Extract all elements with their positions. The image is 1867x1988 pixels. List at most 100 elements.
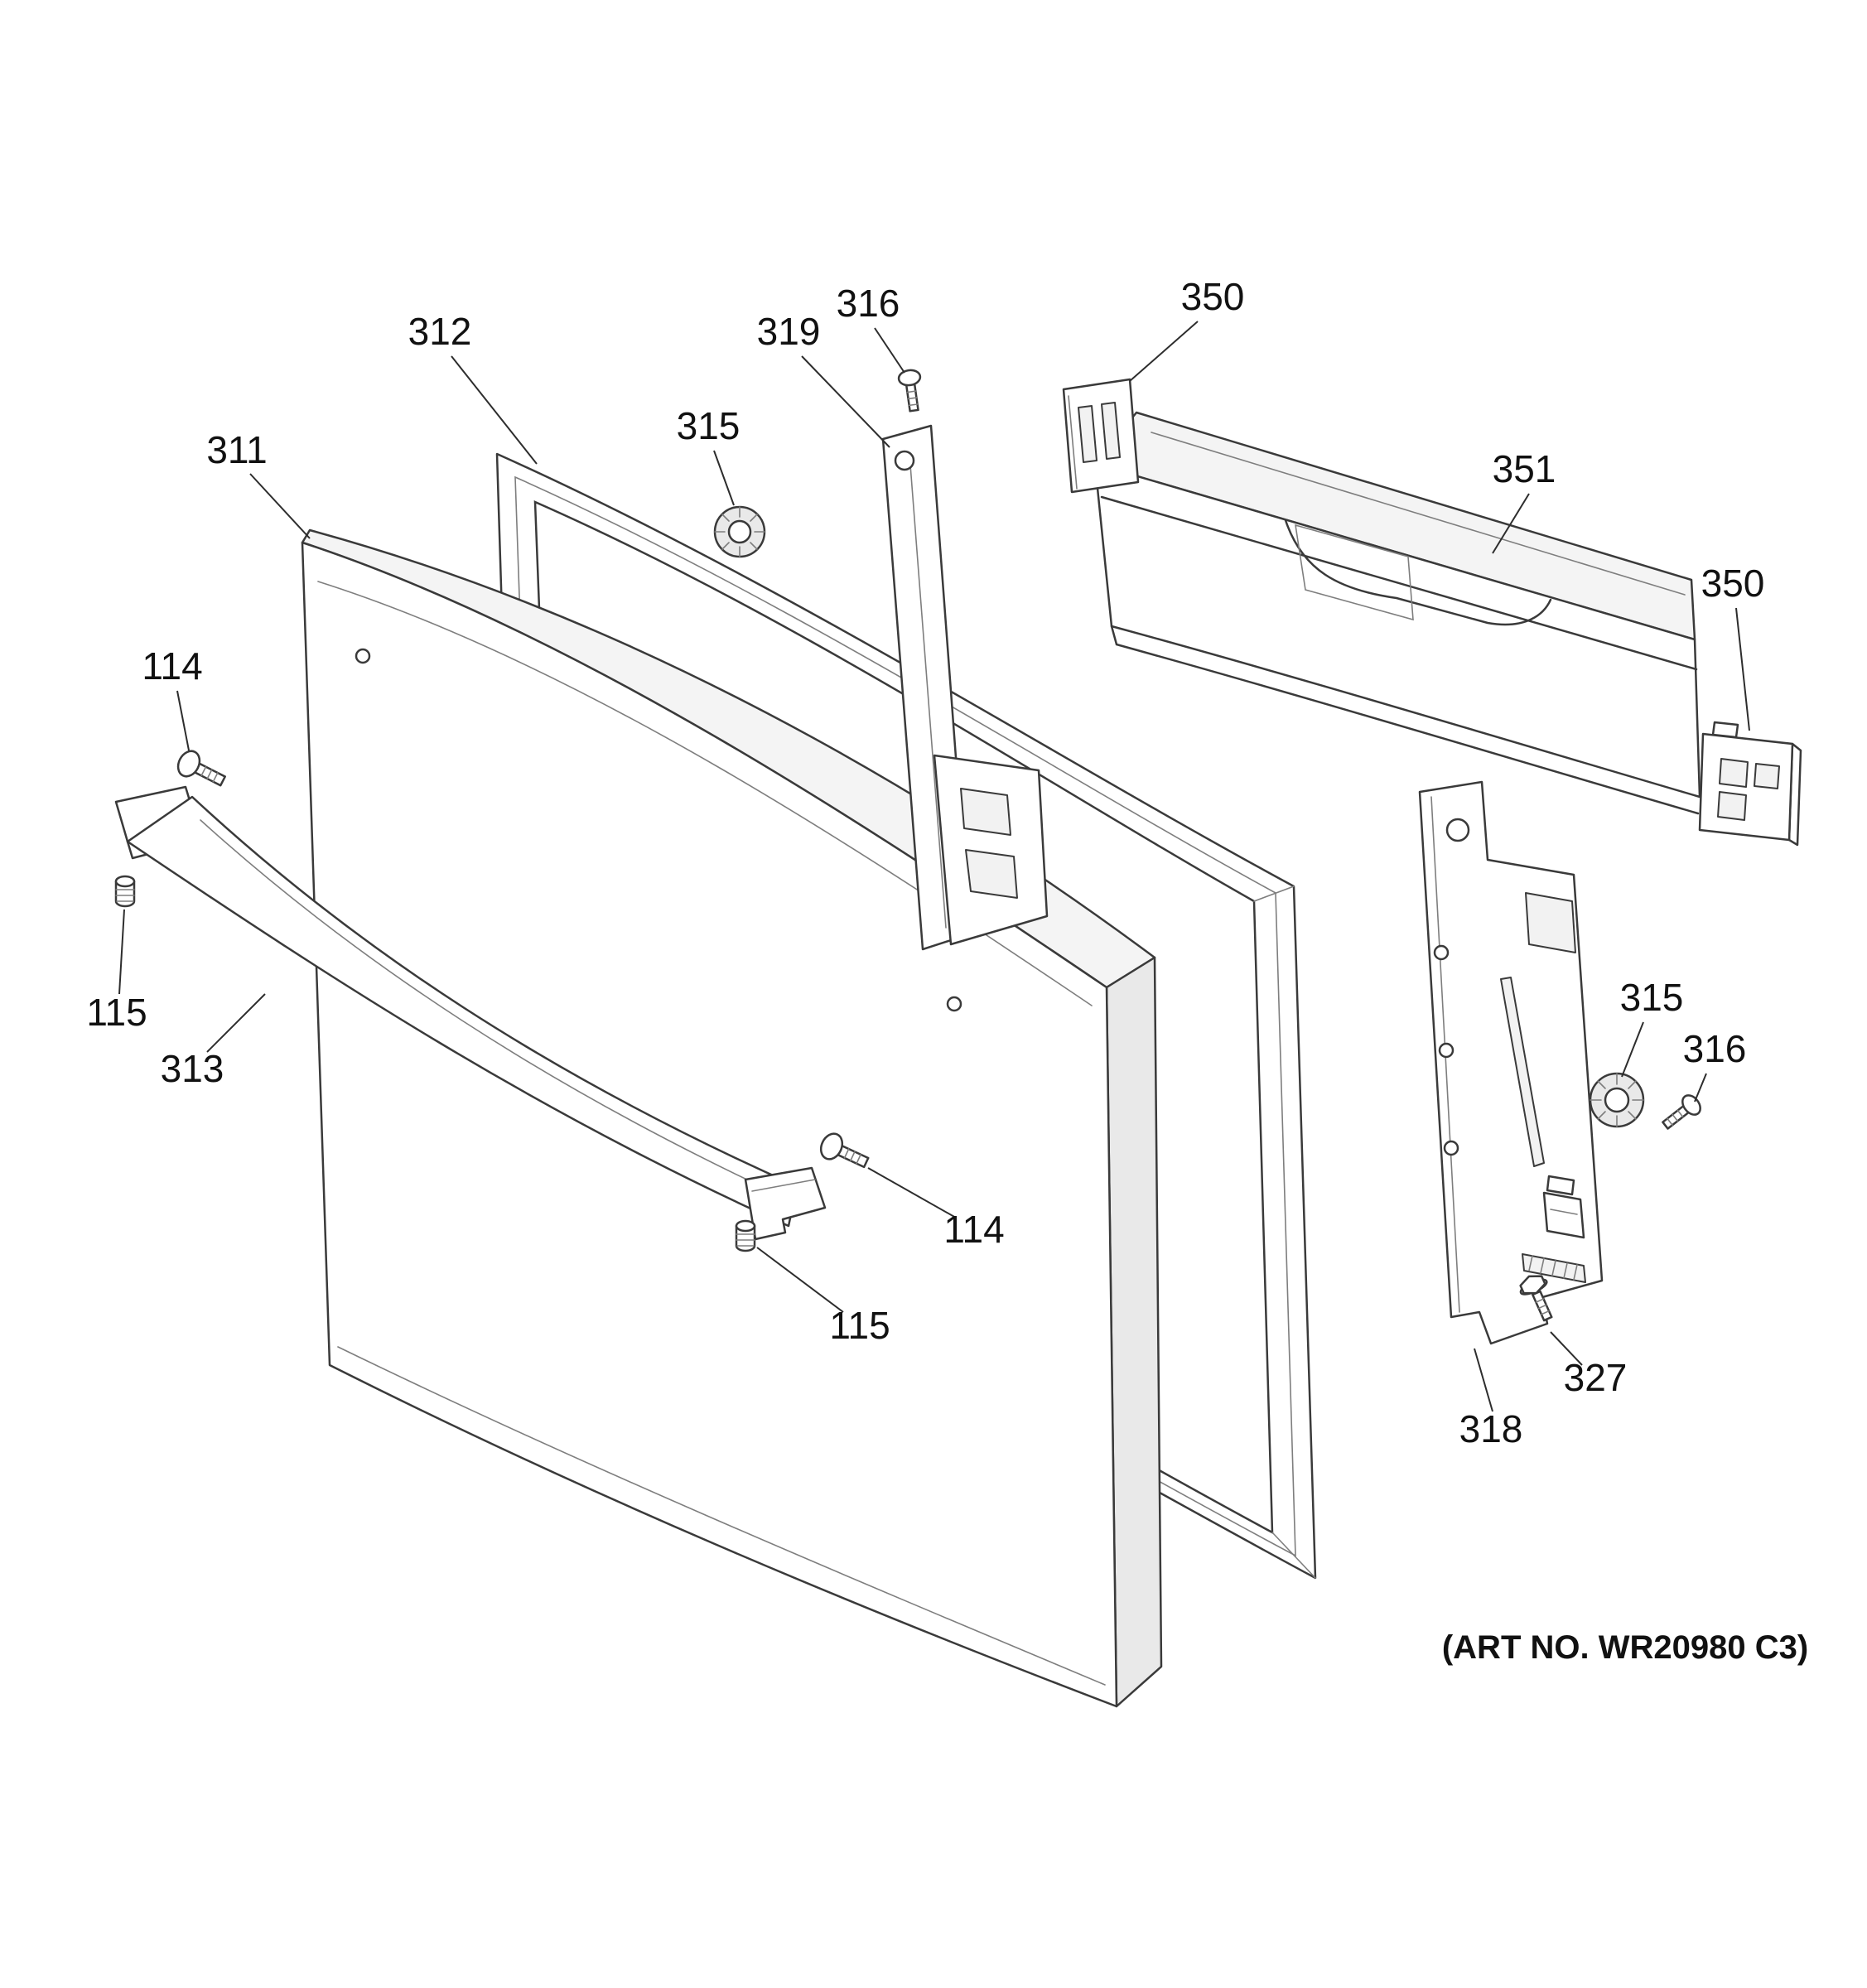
leader-313: [206, 993, 266, 1053]
bracket-latch-line: [1550, 1209, 1578, 1215]
end-cap-slot-1: [1078, 405, 1098, 463]
leader-312: [451, 355, 538, 465]
gasket-corner-line-tr: [1253, 885, 1295, 902]
end-cap-slot-2: [1101, 402, 1121, 460]
bracket-hatch-lines: [1528, 1255, 1578, 1281]
art-number: (ART NO. WR20980 C3): [1442, 1629, 1808, 1666]
cam-nut-315-upper: [713, 505, 766, 558]
screw-316-upper: [897, 369, 922, 413]
callout-311: 311: [206, 428, 267, 471]
callout-319: 319: [757, 310, 821, 353]
leader-318: [1474, 1348, 1493, 1412]
leader-350-right: [1735, 607, 1750, 731]
callout-114-lower: 114: [943, 1208, 1004, 1251]
leader-350-left: [1129, 321, 1199, 382]
door-front-face: [301, 541, 1118, 1708]
cam-nut-315-lower: [1589, 1072, 1645, 1128]
bin-front-rim-line: [1100, 495, 1698, 671]
rail-plate-cutout-2: [965, 849, 1018, 899]
bracket-outline: [1418, 780, 1604, 1345]
screw-threads: [200, 765, 219, 783]
leader-114-upper: [176, 690, 190, 751]
set-screw-top: [114, 875, 136, 888]
screw-head: [897, 369, 922, 387]
end-cap-350-left: [1062, 378, 1140, 494]
door-top-crease: [317, 581, 1093, 1006]
bracket-pin-3: [1443, 1140, 1459, 1156]
leader-115-upper: [118, 909, 125, 995]
leader-316-lower: [1694, 1073, 1707, 1103]
callout-318: 318: [1459, 1407, 1523, 1450]
end-cap-hole-3: [1754, 763, 1780, 789]
leader-115-lower: [756, 1247, 844, 1313]
leader-315-lower: [1621, 1021, 1644, 1078]
callout-114-upper: 114: [142, 644, 202, 688]
center-rail-319: [881, 424, 1049, 951]
handle-mount-hole-lower: [946, 996, 962, 1012]
gasket-corner-line-br: [1271, 1532, 1316, 1579]
door-panel-311: [301, 528, 1163, 1708]
screw-327: [1519, 1275, 1553, 1322]
handle-bar: [126, 795, 798, 1228]
end-cap-hole-1: [1719, 758, 1749, 788]
rail-mount-plate: [933, 754, 1049, 946]
set-screw-115-upper: [114, 875, 136, 908]
rail-plate-cutout-1: [960, 788, 1011, 836]
callout-327: 327: [1564, 1356, 1628, 1399]
callout-316-lower: 316: [1683, 1027, 1747, 1070]
leader-351: [1492, 493, 1530, 554]
screw-114-upper: [176, 750, 226, 787]
end-cap-350-right: [1698, 721, 1802, 847]
set-screw-115-lower: [735, 1219, 756, 1252]
nut-scallops: [1590, 1073, 1644, 1127]
leader-327: [1550, 1331, 1583, 1366]
door-handle-313: [114, 785, 827, 1241]
nut-bore: [1604, 1087, 1630, 1113]
bracket-hole-top: [1445, 818, 1470, 842]
set-screw-body: [735, 1224, 756, 1252]
nut-bore: [727, 519, 752, 544]
callout-115-lower: 115: [829, 1304, 890, 1347]
handle-mount-hole-upper: [355, 648, 371, 664]
set-screw-knurl: [115, 889, 135, 902]
leader-114-lower: [867, 1167, 957, 1218]
handle-highlight-line: [200, 819, 786, 1199]
callout-313: 313: [161, 1047, 224, 1090]
callout-115-upper: 115: [86, 991, 147, 1034]
set-screw-body: [114, 880, 136, 908]
set-screw-top: [735, 1219, 756, 1233]
bin-grip-dip: [1284, 519, 1552, 626]
screw-114-lower: [819, 1132, 870, 1169]
screw-head: [176, 750, 201, 778]
leader-319: [801, 355, 890, 448]
bracket-long-slot: [1500, 977, 1545, 1167]
end-cap-edge-line: [1068, 395, 1078, 490]
screw-threads: [906, 390, 919, 407]
side-bracket-318: [1418, 780, 1604, 1345]
callout-labels: 312 319 316 350 315 311 351 350 114 115 …: [86, 275, 1764, 1450]
door-bin-351: [1093, 411, 1701, 815]
callout-312: 312: [408, 310, 472, 353]
end-cap-body: [1062, 378, 1140, 494]
callout-315-lower: 315: [1620, 976, 1684, 1019]
handle-lower-fitting-line: [751, 1179, 816, 1192]
screw-hex-head: [1519, 1275, 1546, 1295]
screw-316-lower: [1662, 1094, 1701, 1130]
bracket-pin-1: [1433, 944, 1450, 961]
callout-315-upper: 315: [677, 404, 741, 447]
end-cap-hole-2: [1717, 791, 1747, 821]
screw-head: [819, 1132, 844, 1160]
callout-351: 351: [1493, 447, 1556, 490]
bin-front-wall: [1093, 462, 1701, 799]
bracket-latch: [1542, 1191, 1585, 1239]
nut-scallops: [714, 506, 765, 557]
door-bottom-crease: [337, 1346, 1106, 1686]
callout-350-right: 350: [1701, 562, 1765, 605]
callout-316-upper: 316: [837, 282, 900, 325]
screw-threads: [1667, 1109, 1684, 1127]
bracket-cutout-rect: [1525, 892, 1576, 953]
screw-threads: [1535, 1298, 1550, 1315]
bin-pocket: [1295, 524, 1414, 621]
end-cap-top-tab: [1711, 721, 1739, 739]
